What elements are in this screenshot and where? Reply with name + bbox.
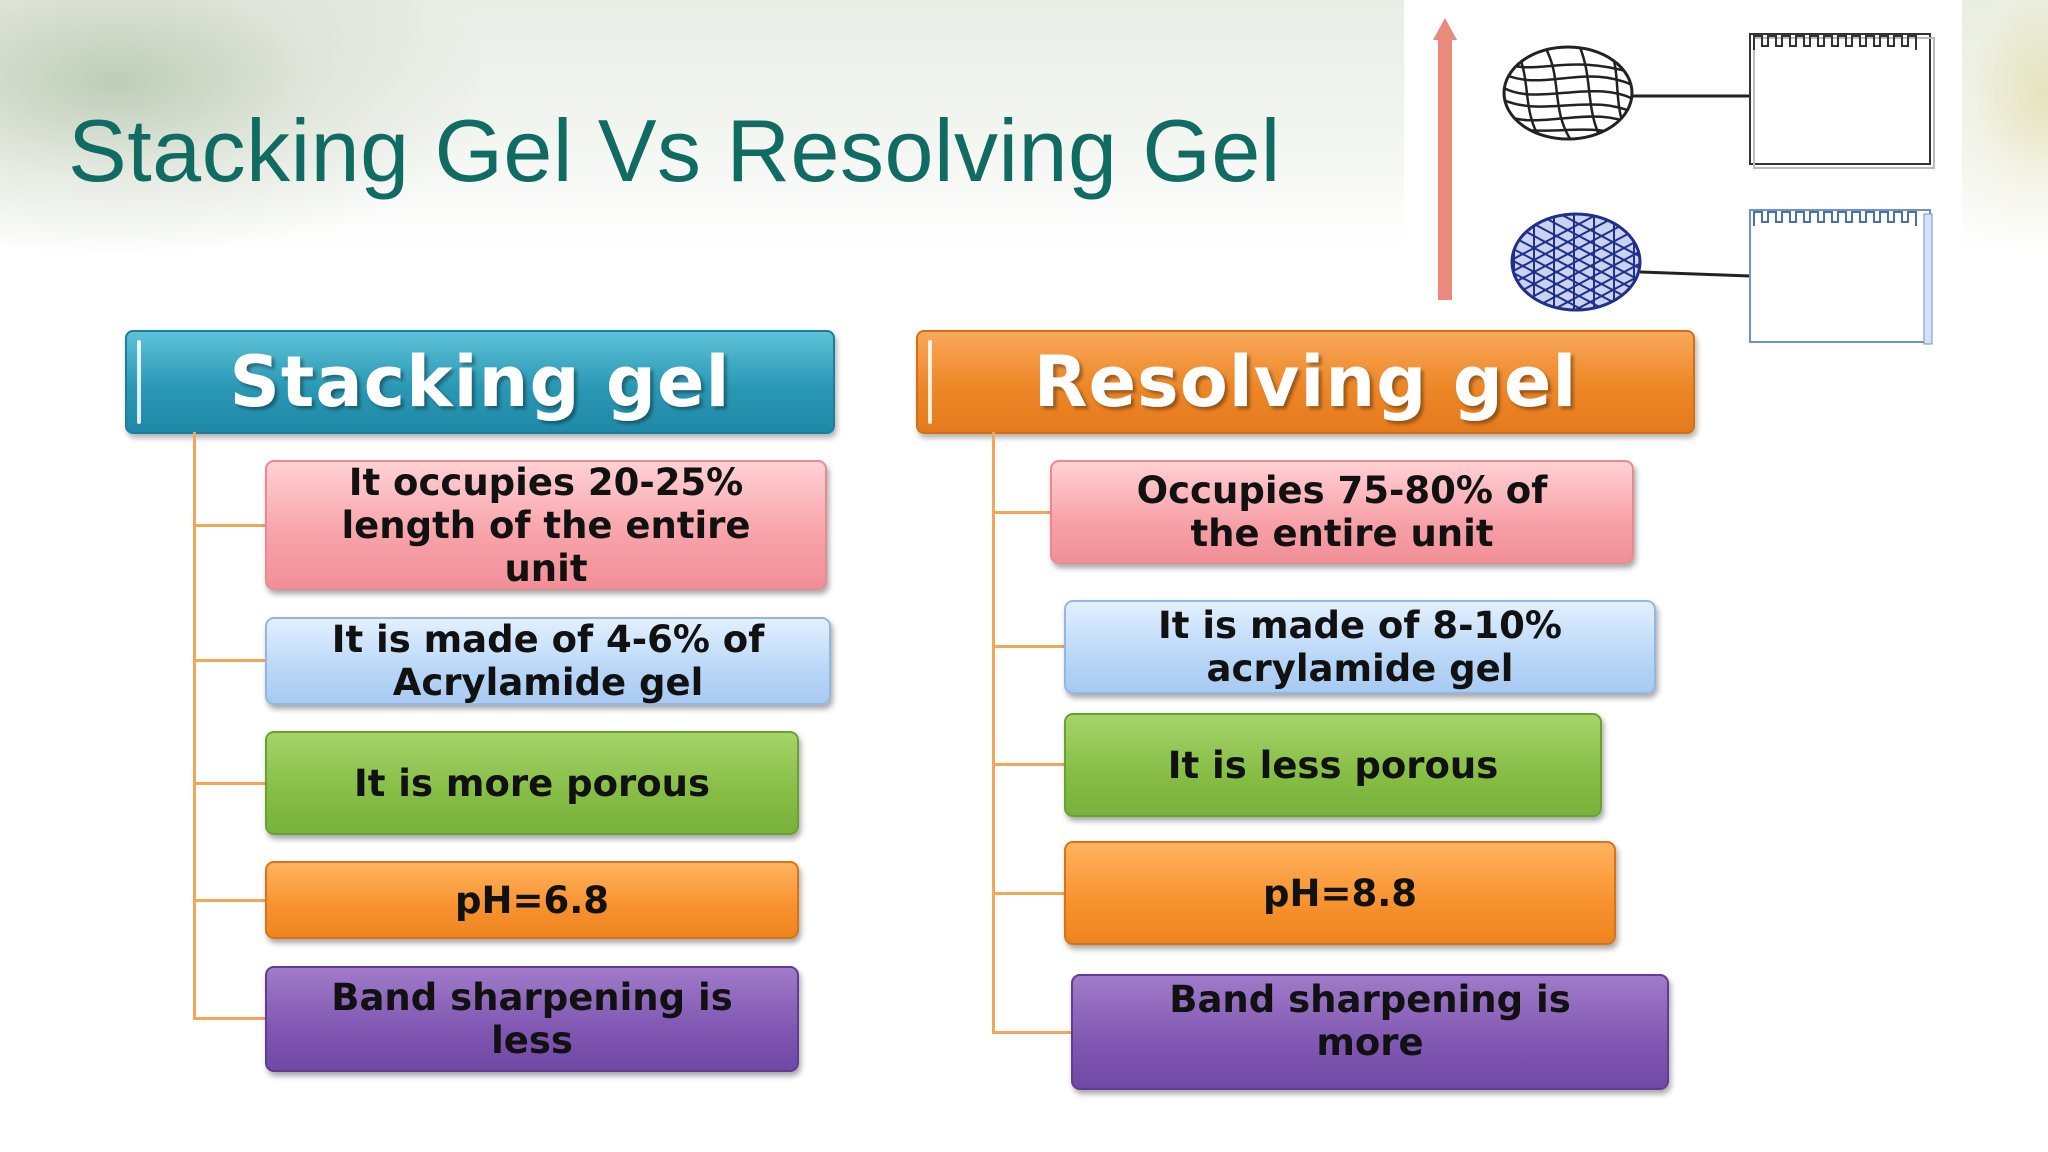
resolving-band-sharpening-box: Band sharpening is more: [1071, 974, 1669, 1090]
stacking-gel-header-label: Stacking gel: [229, 341, 731, 423]
background-decoration-left: [0, 0, 480, 250]
gel-comb-icon: [1749, 33, 1935, 345]
stacking-gel-header: Stacking gel: [125, 330, 835, 434]
stacking-connector-branch: [193, 1017, 265, 1020]
stacking-ph-box: pH=6.8: [265, 861, 799, 939]
loose-mesh-icon: [1502, 45, 1634, 141]
slide-title: Stacking Gel Vs Resolving Gel: [68, 101, 1281, 200]
stacking-acrylamide-box: It is made of 4-6% of Acrylamide gel: [265, 617, 831, 705]
resolving-gel-header-label: Resolving gel: [1033, 341, 1578, 423]
stacking-connector-branch: [193, 659, 265, 662]
resolving-occupancy-box: Occupies 75-80% of the entire unit: [1050, 460, 1634, 564]
resolving-connector-branch: [992, 645, 1064, 648]
resolving-connector-branch: [992, 892, 1064, 895]
stacking-connector-branch: [193, 524, 265, 527]
stacking-connector-branch: [193, 782, 265, 785]
resolving-gel-header: Resolving gel: [916, 330, 1695, 434]
stacking-occupancy-box: It occupies 20-25% length of the entire …: [265, 460, 827, 590]
resolving-connector-branch: [992, 1031, 1072, 1034]
resolving-acrylamide-box: It is made of 8-10% acrylamide gel: [1064, 600, 1656, 694]
resolving-porosity-box: It is less porous: [1064, 713, 1602, 817]
gel-mesh-illustration: [1404, 0, 1962, 350]
resolving-connector-branch: [992, 763, 1064, 766]
up-arrow-icon: [1433, 18, 1457, 300]
stacking-connector-trunk: [193, 432, 196, 1019]
resolving-connector-trunk: [992, 432, 995, 1034]
resolving-connector-branch: [992, 511, 1052, 514]
stacking-connector-branch: [193, 899, 265, 902]
resolving-ph-box: pH=8.8: [1064, 841, 1616, 945]
stacking-band-sharpening-box: Band sharpening is less: [265, 966, 799, 1072]
stacking-porosity-box: It is more porous: [265, 731, 799, 835]
dense-mesh-icon: [1510, 212, 1642, 312]
